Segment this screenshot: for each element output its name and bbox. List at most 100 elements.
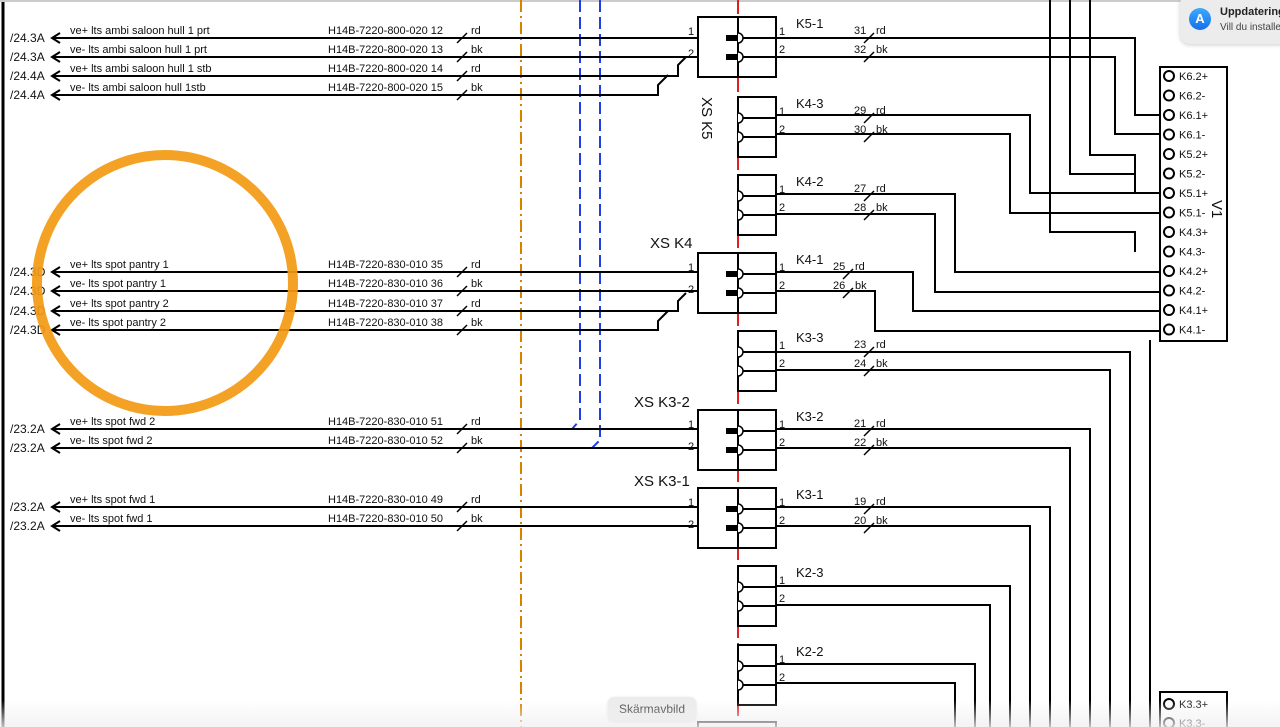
wire-number: 24	[854, 358, 866, 370]
wire-color: bk	[471, 44, 483, 56]
terminal-label: K4.1-	[1179, 325, 1206, 337]
cross-reference: /23.2A	[10, 519, 45, 533]
notification-body: Vill du installe	[1220, 22, 1280, 33]
plug-pin-number: 1	[688, 262, 694, 274]
wire-route-down	[776, 369, 1111, 727]
arrow-left-icon	[50, 285, 61, 297]
wire-feed-top	[1049, 0, 1136, 252]
socket-contact	[737, 346, 744, 358]
cross-reference: /24.4A	[10, 69, 45, 83]
terminal-label: K4.3+	[1179, 227, 1208, 239]
wire-route-down	[776, 682, 956, 727]
terminal-circle	[1163, 304, 1175, 316]
wire-route	[776, 193, 1160, 273]
cable-id: H14B-7220-830-010 50	[328, 513, 443, 525]
blue-shield-line-1	[571, 0, 581, 430]
arrow-left-icon	[50, 501, 61, 513]
plug-housing-partial	[697, 721, 777, 727]
terminal-label: K3.3-	[1179, 718, 1206, 727]
cross-reference: /23.2A	[10, 441, 45, 455]
cable-id: H14B-7220-830-010 38	[328, 317, 443, 329]
wire-slash-mark	[456, 32, 468, 44]
terminal-circle	[1163, 109, 1175, 121]
wire-description: ve- lts spot fwd 1	[70, 513, 153, 525]
terminal-label: K4.2+	[1179, 266, 1208, 278]
wire-number: 26	[833, 280, 845, 292]
socket-pin-number: 1	[779, 262, 785, 274]
socket-contact	[737, 503, 744, 515]
wire-number: 21	[854, 418, 866, 430]
wire-description: ve- lts spot pantry 2	[70, 317, 166, 329]
terminal-label: K6.1-	[1179, 130, 1206, 142]
arrow-left-icon	[50, 51, 61, 63]
terminal-circle	[1163, 128, 1175, 141]
arrow-left-icon	[50, 442, 61, 454]
socket-contact	[737, 581, 744, 593]
wire-route	[776, 213, 1160, 293]
socket-pin-number: 1	[779, 184, 785, 196]
socket-pin-number: 1	[779, 106, 785, 118]
wire-description: ve+ lts spot pantry 1	[70, 259, 169, 271]
update-notification[interactable]: A Uppdatering Vill du installe	[1180, 0, 1280, 44]
arrow-left-icon	[50, 305, 61, 317]
plug-pin	[726, 506, 738, 512]
cross-reference: /23.2A	[10, 500, 45, 514]
socket-contact	[737, 190, 744, 202]
wire-slash-mark	[456, 520, 468, 532]
connector-label: K5-1	[796, 16, 823, 31]
socket-contact	[737, 522, 744, 534]
wire-color: rd	[471, 25, 481, 37]
socket-pin-number: 1	[779, 654, 785, 666]
socket-pin-number: 2	[779, 437, 785, 449]
socket-housing	[737, 96, 777, 158]
terminal-circle	[1163, 284, 1175, 297]
wire-color: rd	[471, 416, 481, 428]
wire-color: rd	[876, 418, 886, 430]
terminal-circle	[1163, 187, 1175, 199]
cable-id: H14B-7220-800-020 12	[328, 25, 443, 37]
plug-pin	[726, 447, 738, 453]
wire-slash-mark	[863, 425, 875, 437]
terminal-circle	[1163, 245, 1175, 258]
wire-route-down	[776, 428, 1091, 727]
highlight-circle	[32, 150, 298, 416]
plug-pin-number: 1	[688, 497, 694, 509]
wire-number: 23	[854, 339, 866, 351]
socket-pin-number: 2	[779, 124, 785, 136]
cross-reference: /24.3A	[10, 31, 45, 45]
arrow-left-icon	[50, 70, 61, 82]
wire-color: rd	[471, 298, 481, 310]
arrow-left-icon	[50, 520, 61, 532]
terminal-label: K4.2-	[1179, 286, 1206, 298]
wire-color: rd	[471, 494, 481, 506]
wire-description: ve+ lts spot pantry 2	[70, 298, 169, 310]
terminal-label: K6.1+	[1179, 110, 1208, 122]
wire-color: bk	[855, 280, 867, 292]
left-wire	[52, 56, 687, 77]
wire-slash-mark	[456, 285, 468, 297]
socket-contact	[737, 425, 744, 437]
socket-contact	[737, 209, 744, 221]
connector-label: K4-1	[796, 252, 823, 267]
cross-reference: /24.3A	[10, 50, 45, 64]
wire-color: bk	[876, 515, 888, 527]
wire-route-down	[776, 604, 991, 727]
terminal-circle	[1163, 323, 1175, 336]
wire-color: bk	[471, 435, 483, 447]
wire-description: ve+ lts spot fwd 2	[70, 416, 155, 428]
wire-slash-mark	[456, 324, 468, 336]
plug-pin	[726, 35, 738, 41]
socket-contact	[737, 268, 744, 280]
socket-contact	[737, 679, 744, 691]
cross-reference: /24.3D	[10, 323, 46, 337]
terminal-circle	[1163, 148, 1175, 160]
wire-route	[776, 133, 1160, 214]
terminal-circle	[1163, 70, 1175, 82]
socket-pin-number: 2	[779, 515, 785, 527]
wire-route-down	[776, 506, 1051, 727]
wire-description: ve- lts ambi saloon hull 1stb	[70, 82, 206, 94]
cable-id: H14B-7220-830-010 49	[328, 494, 443, 506]
wire-slash-mark	[863, 503, 875, 515]
wire-route	[776, 271, 1160, 312]
cable-id: H14B-7220-830-010 36	[328, 278, 443, 290]
